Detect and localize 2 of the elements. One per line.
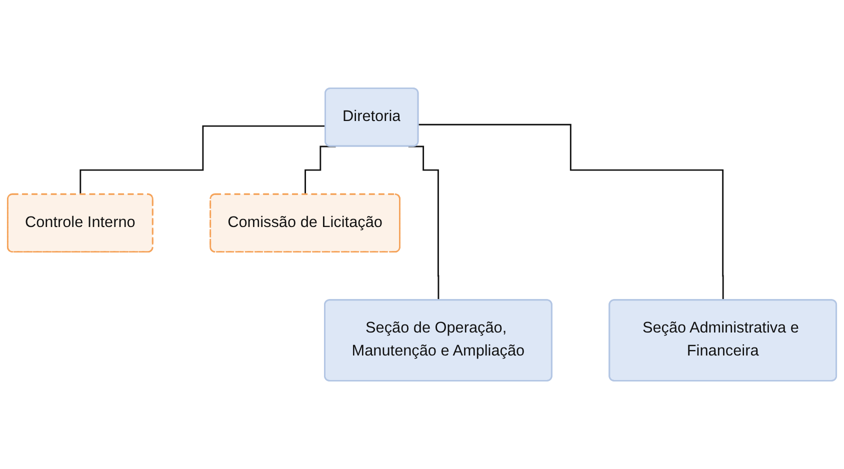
connector xyxy=(418,124,724,302)
connector xyxy=(80,125,326,196)
